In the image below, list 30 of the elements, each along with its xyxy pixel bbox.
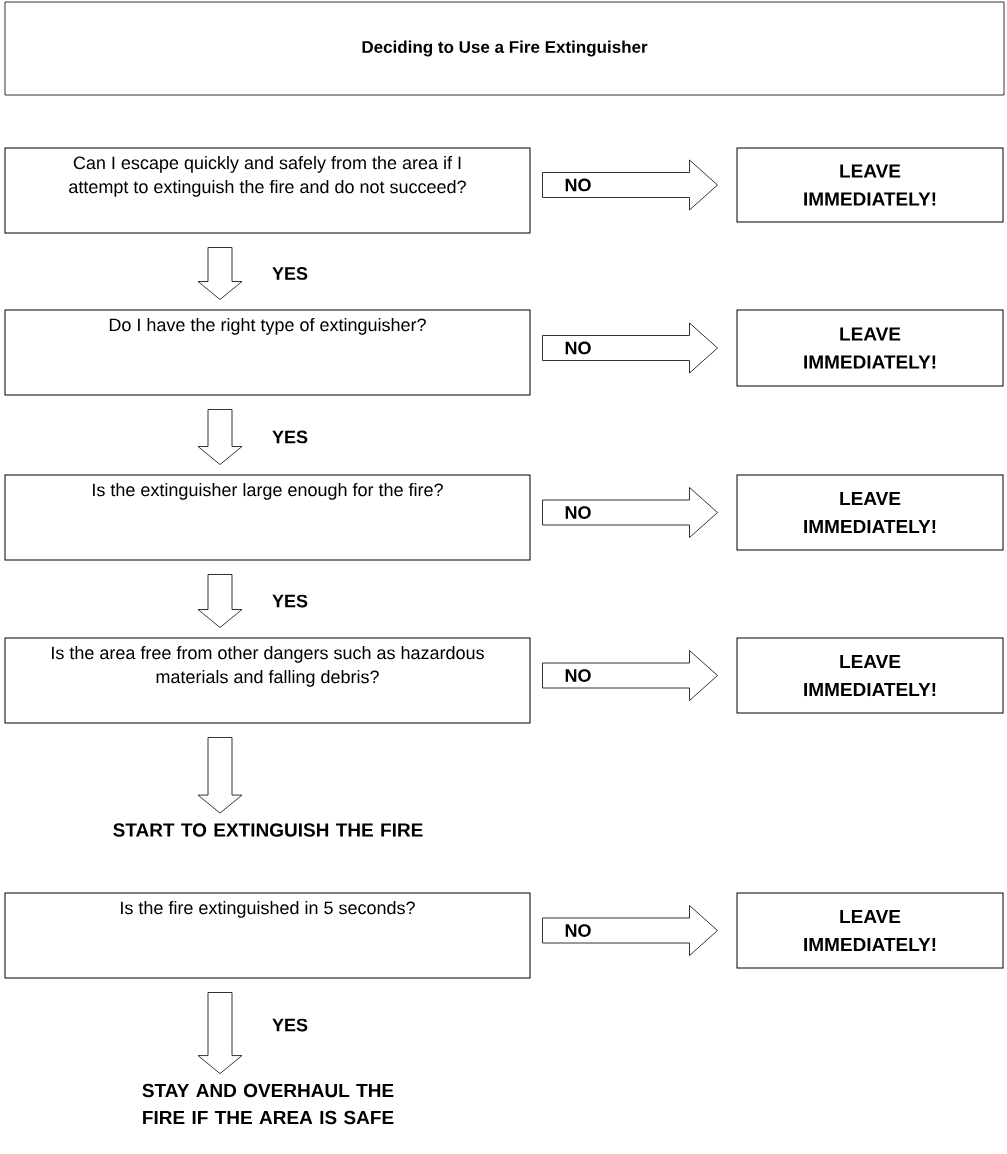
block-arrow <box>197 992 243 1074</box>
question-box: Is the extinguisher large enough for the fire? <box>4 474 531 561</box>
outcome-text: STAY AND OVERHAUL THE FIRE IF THE AREA IS SAFE <box>142 1083 394 1125</box>
block-arrow <box>542 650 718 701</box>
edge-label: YES <box>269 427 311 447</box>
outcome-text: START TO EXTINGUISH THE FIRE <box>113 823 423 837</box>
edge-label: YES <box>269 591 311 611</box>
action-box: LEAVE IMMEDIATELY! <box>736 474 1004 551</box>
block-arrow <box>542 905 718 956</box>
block-arrow <box>542 322 718 374</box>
question-box: Is the area free from other dangers such as hazardous materials and falling debris? <box>4 637 531 724</box>
block-arrow <box>542 487 718 538</box>
action-box: LEAVE IMMEDIATELY! <box>736 147 1004 223</box>
question-box: Do I have the right type of extinguisher? <box>4 309 531 396</box>
action-box: LEAVE IMMEDIATELY! <box>736 637 1004 714</box>
action-box: LEAVE IMMEDIATELY! <box>736 309 1004 387</box>
title-box: Deciding to Use a Fire Extinguisher <box>4 1 1005 96</box>
block-arrow <box>197 574 243 628</box>
question-box: Can I escape quickly and safely from the area if I attempt to extinguish the fire and do not succeed? <box>4 147 531 234</box>
edge-label: NO <box>561 666 595 685</box>
block-arrow <box>197 247 243 300</box>
question-box: Is the fire extinguished in 5 seconds? <box>4 892 531 979</box>
block-arrow <box>542 159 718 211</box>
action-box: LEAVE IMMEDIATELY! <box>736 892 1004 969</box>
edge-label: YES <box>269 264 311 283</box>
edge-label: YES <box>269 1015 311 1035</box>
block-arrow <box>197 409 243 465</box>
edge-label: NO <box>561 503 595 522</box>
block-arrow <box>197 737 243 814</box>
edge-label: NO <box>561 921 595 940</box>
